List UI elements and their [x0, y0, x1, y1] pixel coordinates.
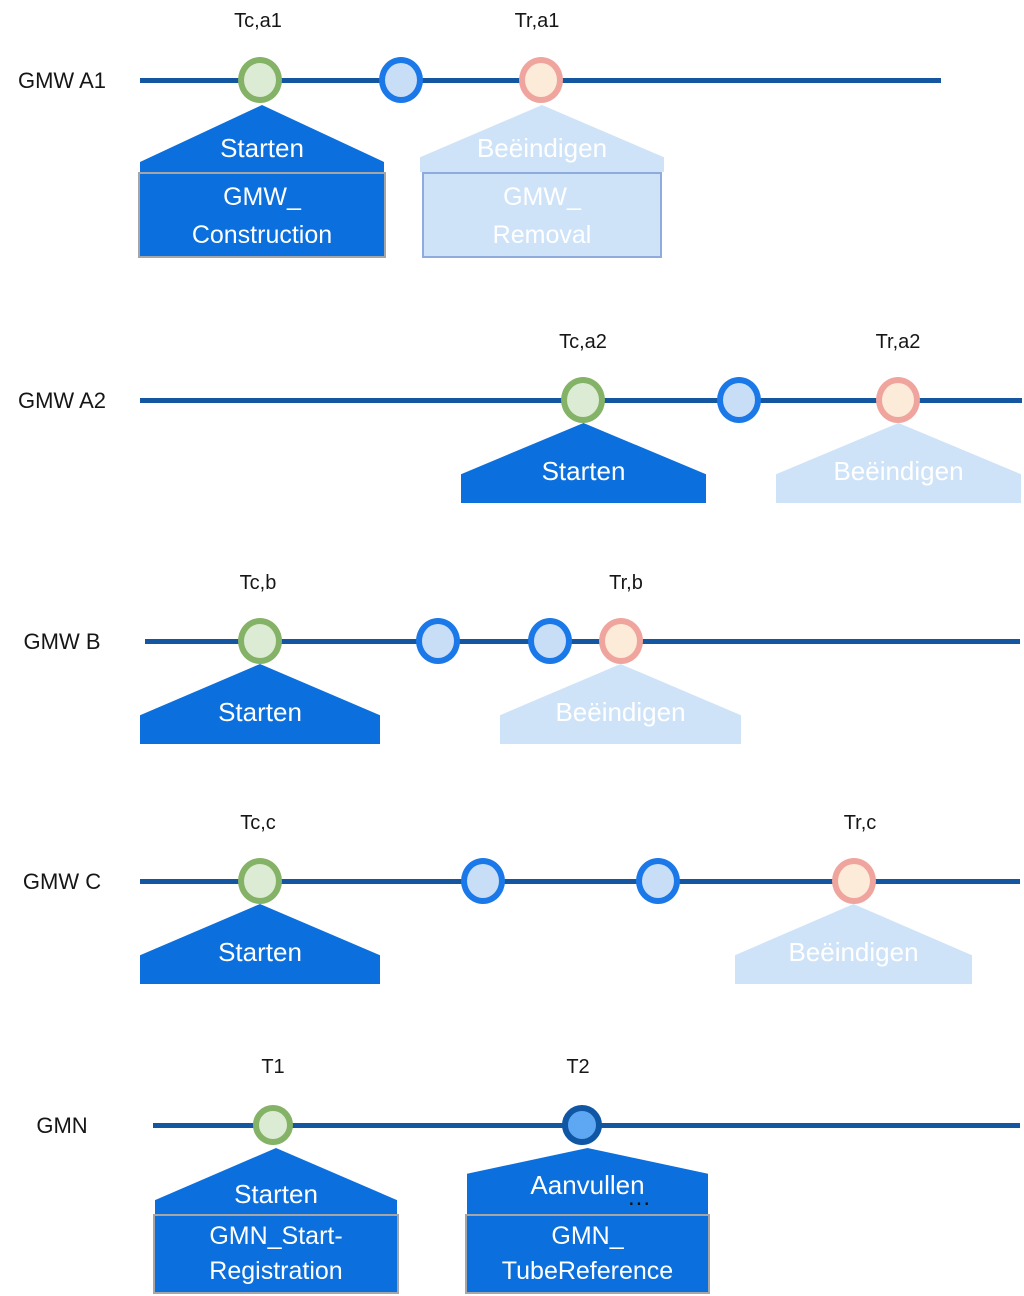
marker-t2 [562, 1105, 602, 1145]
timeline-gmw-b [145, 639, 1020, 644]
row-label-gmw-b: GMW B [23, 629, 101, 654]
callout-starten-c: Starten [140, 904, 380, 984]
callout-starten-a1-label: Starten [220, 133, 304, 163]
marker-intermediate-b2 [528, 618, 572, 664]
tick-label-t1: T1 [261, 1056, 285, 1078]
box-gmw-removal-line1: GMW_ [503, 183, 581, 211]
row-label-gmw-c: GMW C [22, 869, 102, 894]
marker-construction-time-c [238, 858, 282, 904]
tick-label-tc-a2: Tc,a2 [559, 331, 607, 353]
callout-starten-gmn: Starten [155, 1148, 397, 1214]
tick-label-tc-a1: Tc,a1 [234, 10, 282, 32]
box-gmn-tube-reference-line2: TubeReference [501, 1257, 674, 1285]
callout-beeindigen-b: Beëindigen [500, 664, 741, 744]
row-label-gmn: GMN [36, 1113, 88, 1138]
marker-t1 [253, 1105, 293, 1145]
tick-label-tc-b: Tc,b [239, 572, 277, 594]
callout-starten-c-label: Starten [218, 937, 302, 967]
box-gmw-removal-line2: Removal [492, 221, 592, 249]
box-gmn-tube-reference-line1: GMN_ [551, 1222, 624, 1250]
timeline-gmw-c [140, 879, 1020, 884]
tick-label-tr-a2: Tr,a2 [875, 331, 921, 353]
marker-construction-time-b [238, 618, 282, 664]
callout-starten-a2-label: Starten [541, 456, 626, 486]
marker-removal-time-a2 [876, 377, 920, 423]
marker-construction-time-a1 [238, 57, 282, 103]
tick-label-t2: T2 [566, 1056, 590, 1078]
callout-aanvullen-gmn-label: Aanvullen [530, 1170, 645, 1200]
callout-beeindigen-a2: Beëindigen [776, 423, 1021, 503]
box-gmw-removal: GMW_ Removal [422, 172, 662, 258]
marker-intermediate-b1 [416, 618, 460, 664]
row-label-gmw-a2: GMW A2 [17, 388, 106, 413]
box-gmw-construction-line1: GMW_ [223, 183, 301, 211]
callout-beeindigen-a1: Beëindigen [420, 105, 664, 172]
box-gmn-tube-reference: GMN_ TubeReference [465, 1214, 710, 1294]
callout-starten-gmn-label: Starten [234, 1179, 318, 1209]
marker-intermediate-a1 [379, 57, 423, 103]
marker-removal-time-a1 [519, 57, 563, 103]
marker-intermediate-c1 [461, 858, 505, 904]
tick-label-tr-a1: Tr,a1 [514, 10, 560, 32]
marker-intermediate-c2 [636, 858, 680, 904]
box-gmw-construction: GMW_ Construction [138, 172, 386, 258]
callout-starten-a1: Starten [140, 105, 384, 172]
callout-beeindigen-c: Beëindigen [735, 904, 972, 984]
marker-removal-time-b [599, 618, 643, 664]
row-label-gmw-a1: GMW A1 [17, 68, 106, 93]
box-gmn-start-registration-line1: GMN_Start- [209, 1222, 343, 1250]
marker-removal-time-c [832, 858, 876, 904]
ellipsis-more-actions: ... [628, 1184, 652, 1211]
tick-label-tc-c: Tc,c [240, 812, 276, 834]
box-gmw-construction-line2: Construction [191, 221, 333, 249]
marker-intermediate-a2 [717, 377, 761, 423]
callout-beeindigen-a1-label: Beëindigen [476, 133, 608, 163]
callout-beeindigen-b-label: Beëindigen [555, 697, 686, 727]
box-gmn-start-registration: GMN_Start- Registration [153, 1214, 399, 1294]
callout-starten-a2: Starten [461, 423, 706, 503]
callout-starten-b: Starten [140, 664, 380, 744]
callout-aanvullen-gmn: Aanvullen [467, 1148, 708, 1214]
callout-beeindigen-c-label: Beëindigen [788, 937, 919, 967]
tick-label-tr-c: Tr,c [843, 812, 877, 834]
marker-construction-time-a2 [561, 377, 605, 423]
callout-beeindigen-a2-label: Beëindigen [833, 456, 964, 486]
box-gmn-start-registration-line2: Registration [209, 1257, 343, 1285]
callout-starten-b-label: Starten [218, 697, 302, 727]
tick-label-tr-b: Tr,b [609, 572, 643, 594]
